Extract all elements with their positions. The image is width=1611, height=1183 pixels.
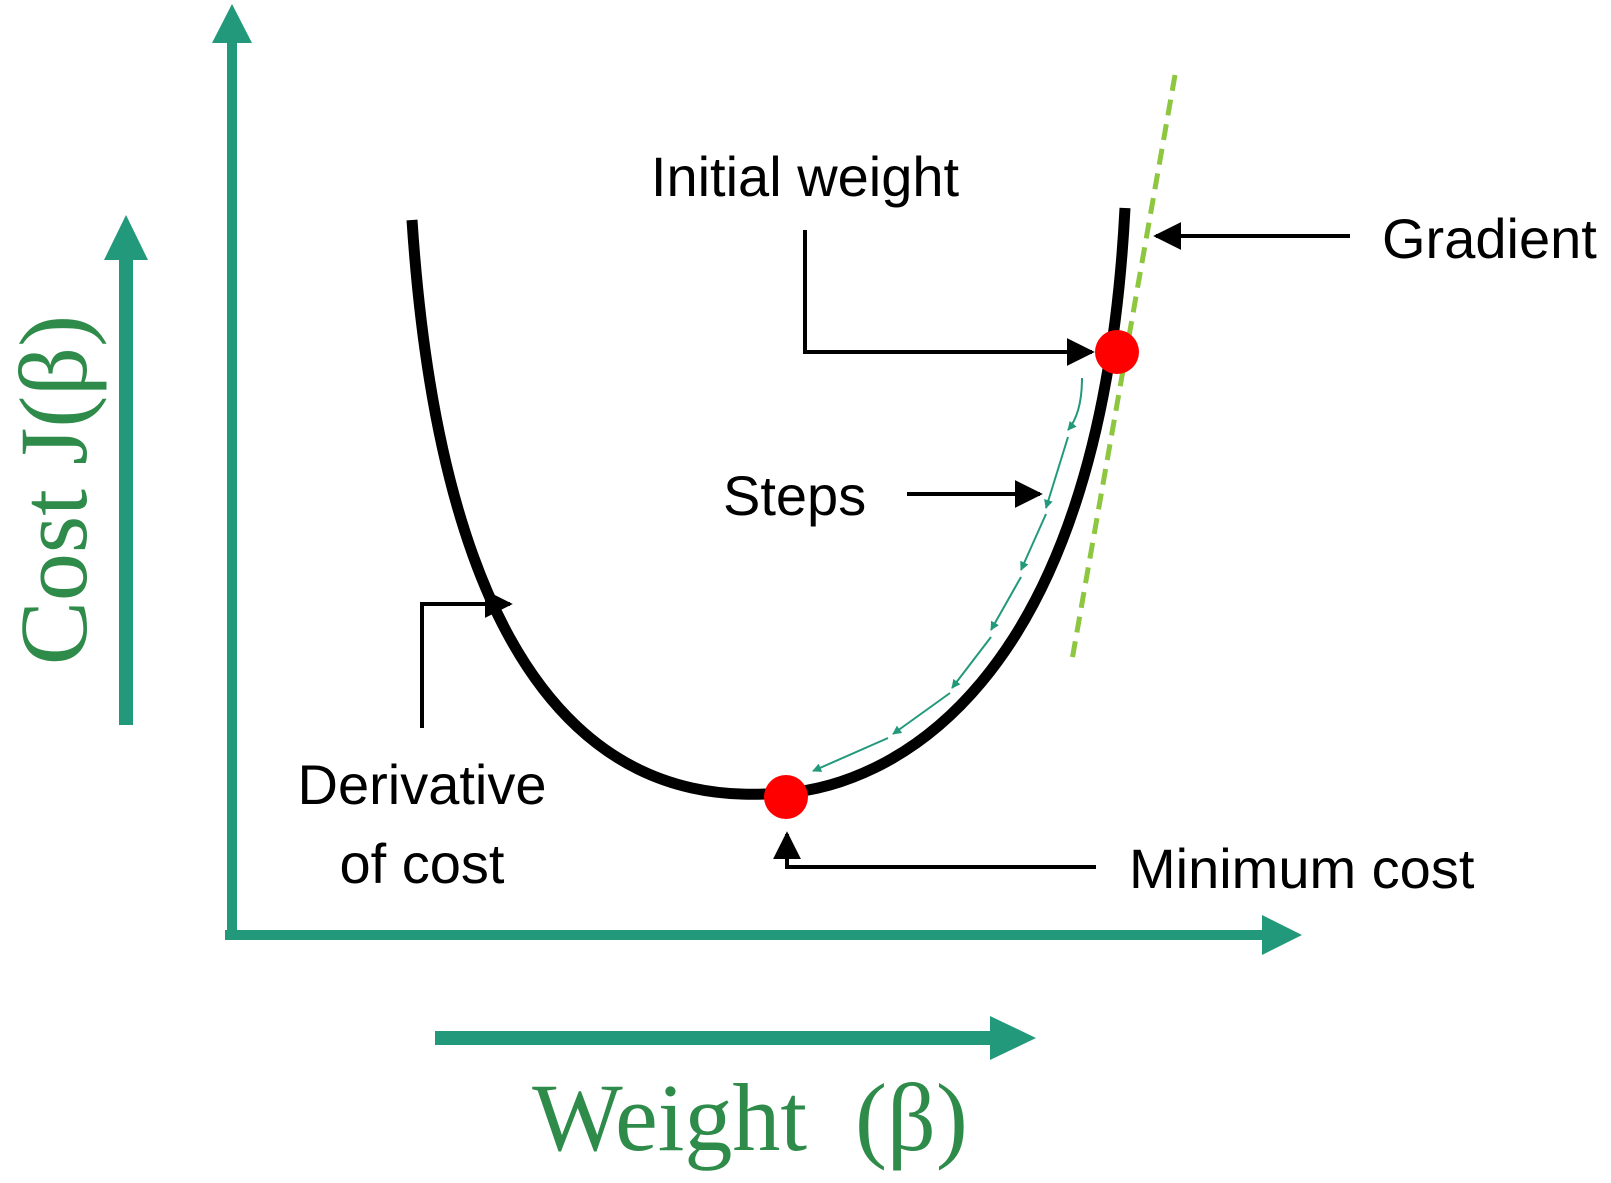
initial-weight-label: Initial weight	[651, 145, 960, 208]
minimum-cost-point	[764, 775, 808, 819]
x-axis-label: Weight (β)	[532, 1064, 968, 1171]
step-arrow	[1044, 436, 1069, 509]
initial-weight-point	[1095, 330, 1139, 374]
step-arrow	[990, 576, 1022, 631]
initial-weight-leader	[803, 230, 1095, 366]
step-arrow	[1020, 513, 1047, 571]
descent-steps	[812, 377, 1083, 772]
step-arrow	[812, 737, 889, 772]
derivative-label-line2: of cost	[340, 832, 505, 895]
x-axis-arrowhead	[1262, 915, 1302, 955]
y-axis-label: Cost J(β)	[0, 315, 107, 665]
step-arrow	[951, 636, 992, 689]
steps-label: Steps	[723, 464, 866, 527]
derivative-leader	[420, 590, 513, 728]
step-arrow	[892, 692, 951, 735]
minimum-cost-leader	[773, 831, 1096, 869]
gradient-label: Gradient	[1382, 207, 1597, 270]
minimum-cost-label: Minimum cost	[1129, 837, 1475, 900]
annotation-leaders	[420, 222, 1350, 869]
y-direction-arrowhead	[104, 215, 148, 260]
x-direction-arrowhead	[990, 1016, 1036, 1060]
derivative-label-line1: Derivative	[298, 753, 547, 816]
step-arrow	[1067, 377, 1083, 431]
axis-direction-arrows	[104, 215, 1036, 1060]
y-axis-arrowhead	[212, 4, 252, 43]
axes	[212, 4, 1302, 955]
